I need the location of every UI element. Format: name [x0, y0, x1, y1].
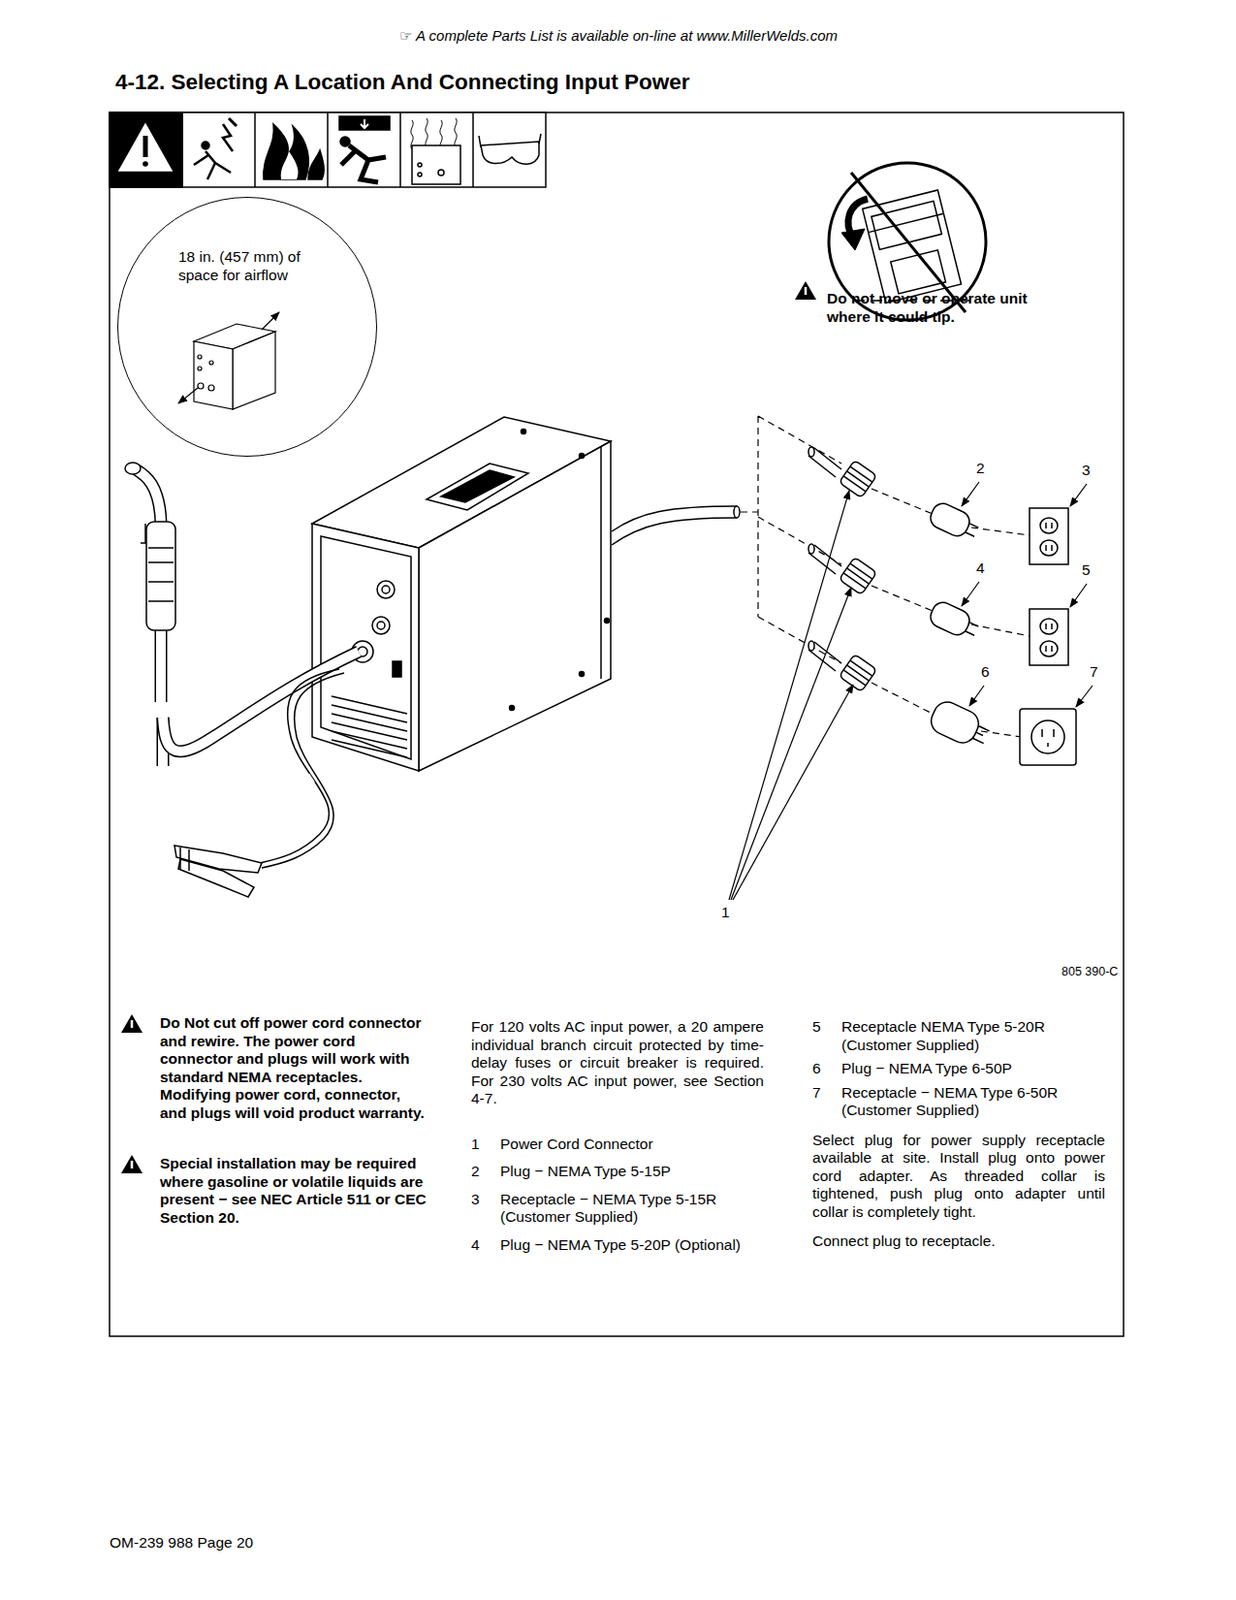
item-text: Plug − NEMA Type 5-20P (Optional) [500, 1236, 761, 1255]
item-number: 6 [812, 1059, 822, 1078]
callout-number: 2 [974, 459, 987, 478]
instruction-text: Connect plug to receptacle. [812, 1232, 1106, 1251]
warning-note: Do Not cut off power cord connector and … [159, 1014, 427, 1122]
page-footer: OM-239 988 Page 20 [109, 1533, 254, 1553]
node-text: 18 in. (457 mm) of space for airflow [178, 248, 324, 285]
item-text: Power Cord Connector [500, 1135, 761, 1154]
item-number: 5 [812, 1017, 822, 1037]
welding-gun [125, 462, 359, 766]
item-text: Plug − NEMA Type 6-50P [841, 1059, 1102, 1078]
welder-machine [312, 416, 611, 771]
power-cord [611, 415, 842, 664]
ground-clamp [174, 668, 345, 897]
item-text: Plug − NEMA Type 5-15P [500, 1162, 761, 1181]
item-text: Receptacle − NEMA Type 6-50R (Customer S… [841, 1083, 1102, 1120]
section-title: 4-12. Selecting A Location And Connectin… [115, 69, 691, 96]
clearance-circle: 18 in. (457 mm) of space for airflow [117, 196, 378, 457]
instruction-text: For 120 volts AC input power, a 20 amper… [471, 1017, 764, 1109]
warning-note: Special installation may be required whe… [159, 1154, 427, 1227]
leader-lines [728, 481, 1093, 900]
callout-number: 4 [974, 559, 987, 578]
callout-number: 1 [719, 903, 732, 922]
item-number: 3 [471, 1190, 480, 1209]
item-number: 7 [812, 1083, 822, 1103]
callout-number: 5 [1079, 561, 1093, 580]
hazard-icons [109, 112, 546, 188]
item-text: Receptacle − NEMA Type 5-15R (Customer S… [500, 1190, 761, 1227]
page-frame [109, 112, 1124, 1336]
item-number: 2 [471, 1162, 480, 1181]
callout-number: 7 [1087, 663, 1101, 682]
instruction-text: Select plug for power supply receptacle … [812, 1131, 1106, 1222]
warning-note: Do not move or operate unit where it cou… [826, 289, 1055, 326]
callout-number: 3 [1079, 461, 1093, 480]
item-number: 1 [471, 1135, 480, 1154]
callout-number: 6 [979, 663, 992, 682]
item-text: Receptacle NEMA Type 5-20R (Customer Sup… [841, 1017, 1102, 1054]
cord-adapters [808, 446, 1077, 765]
figure-number: 805 390-C [1061, 962, 1118, 982]
airflow-box [178, 312, 280, 410]
item-number: 4 [471, 1236, 480, 1255]
page-header: ☞ A complete Parts List is available on-… [182, 27, 1055, 46]
warning-icons [121, 281, 817, 1173]
